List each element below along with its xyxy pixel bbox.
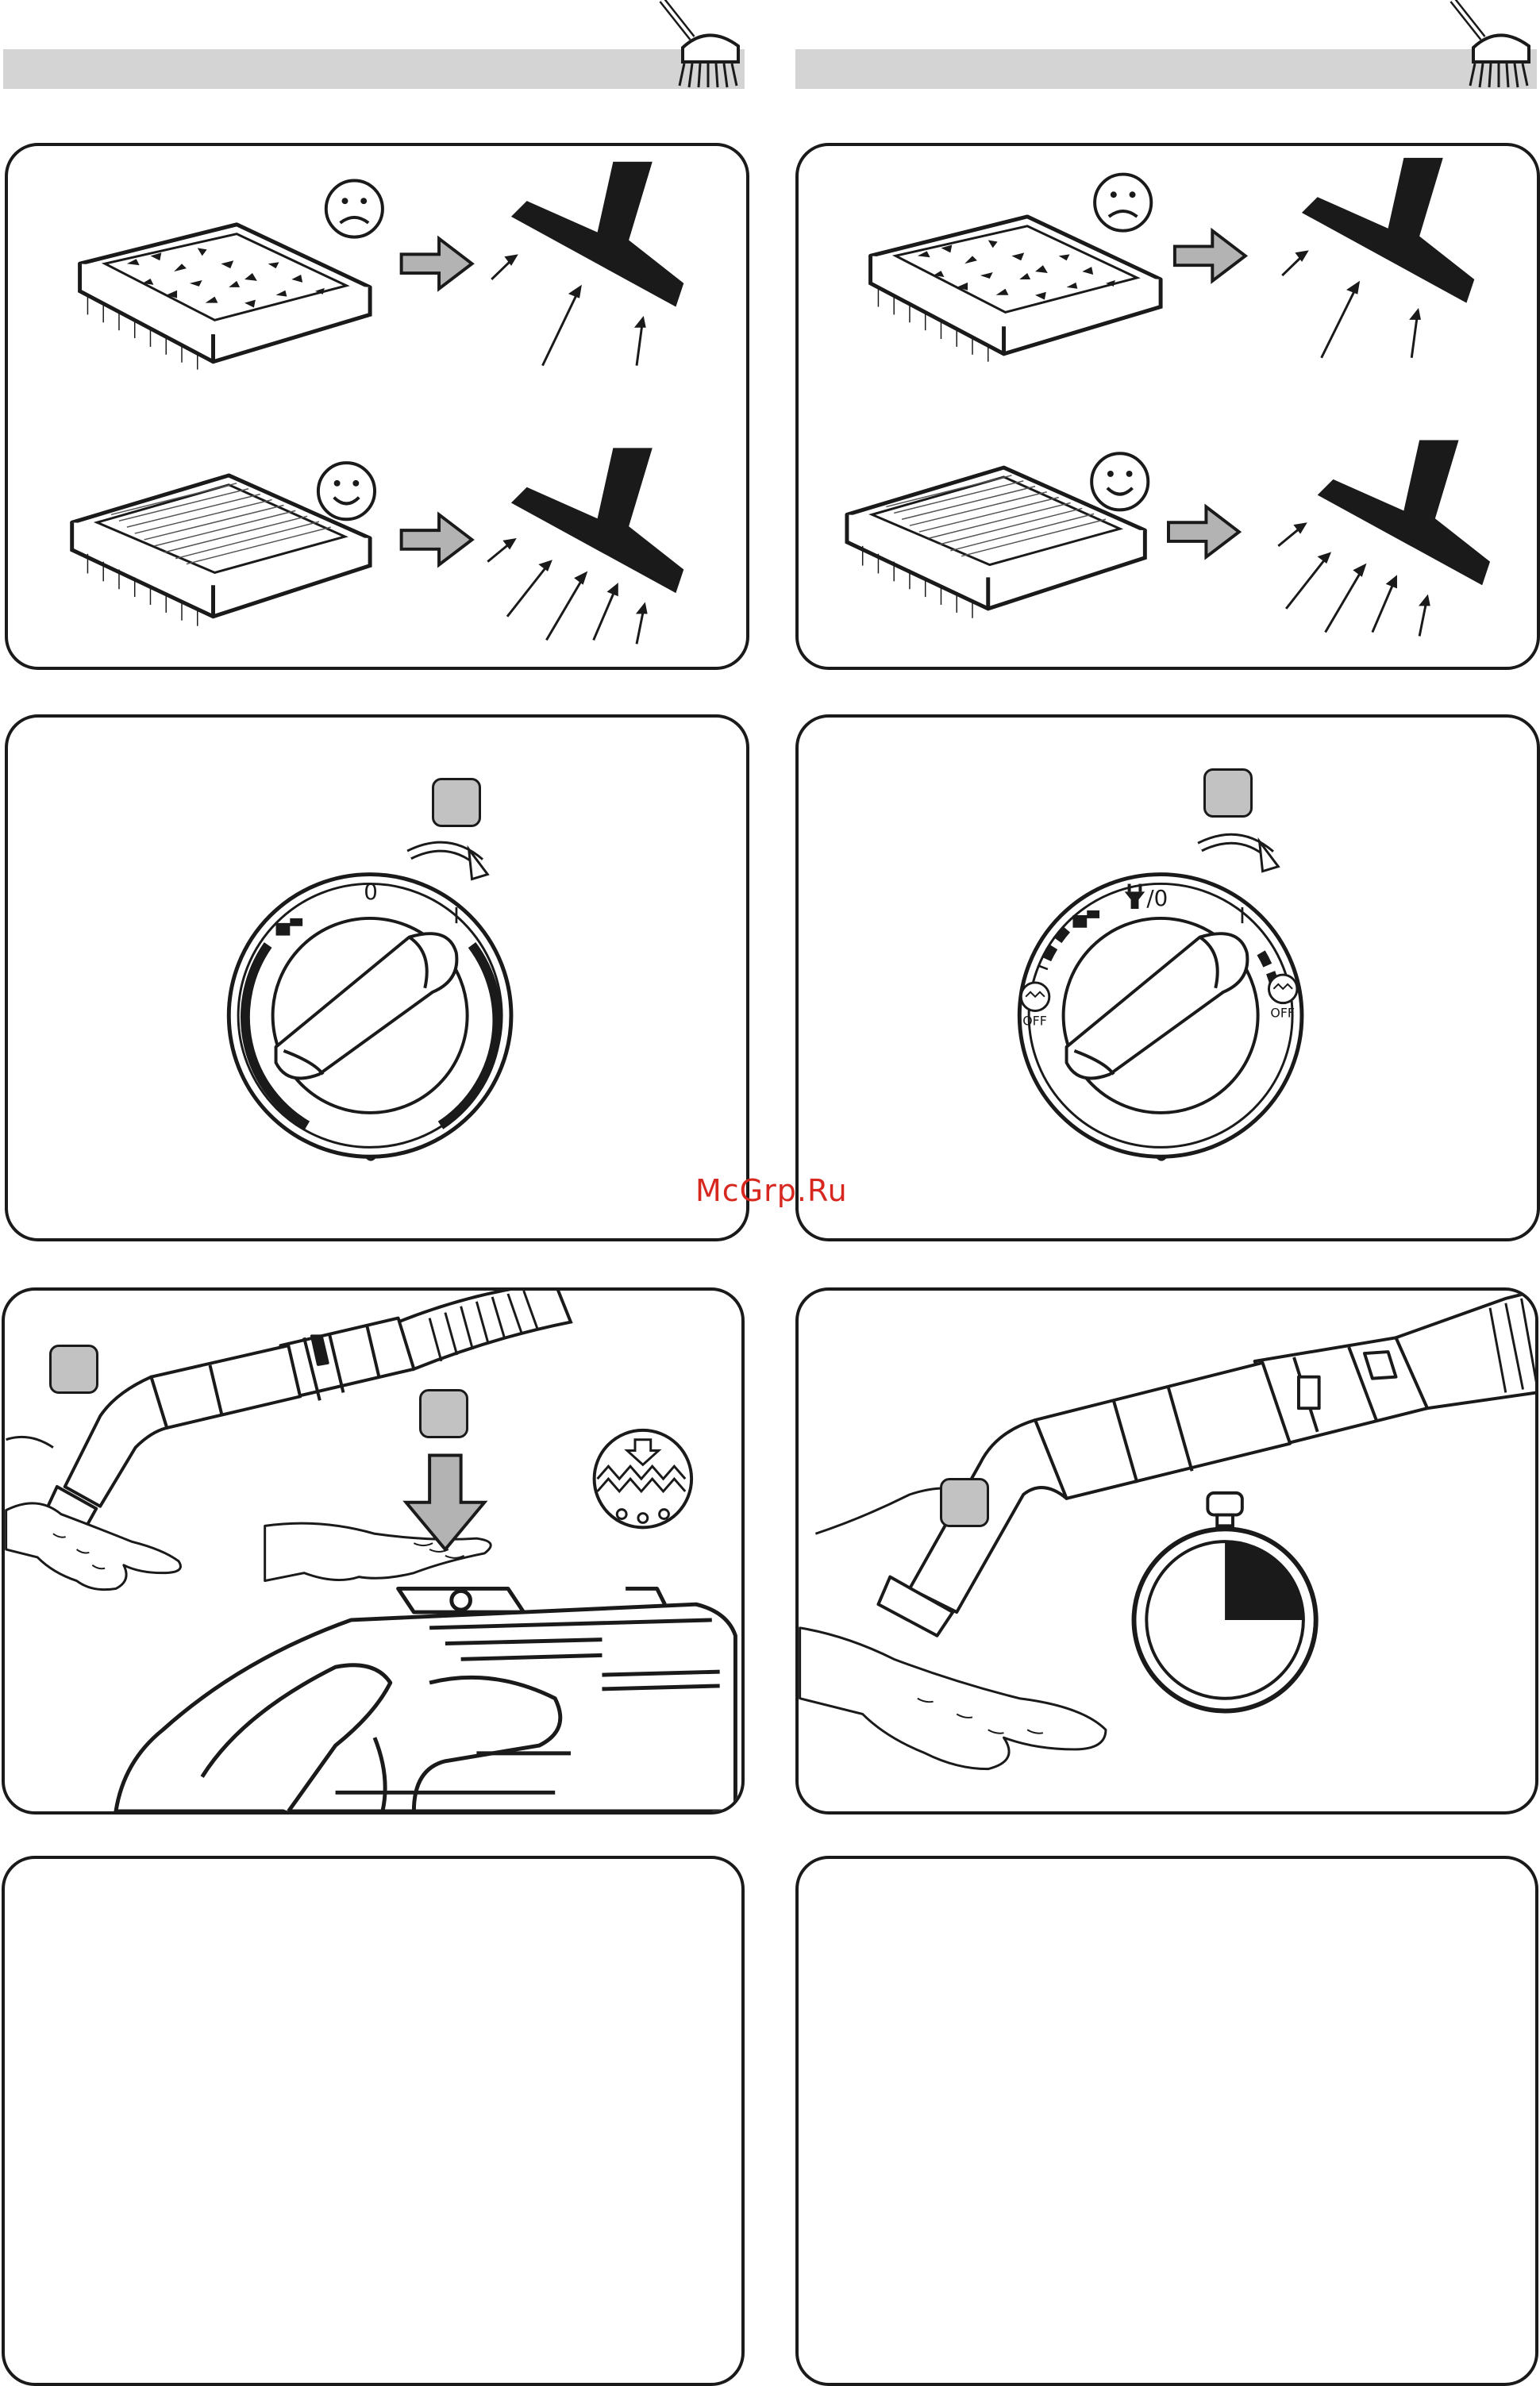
arrow-right-icon [402, 514, 472, 564]
nozzle-icon [511, 162, 683, 307]
step-box [419, 1389, 468, 1438]
panel-filter-airflow-left [5, 143, 749, 670]
power-dial-illustration: 0 I [8, 718, 746, 1238]
step-box [49, 1345, 98, 1394]
arrow-right-icon [1168, 506, 1239, 556]
happy-face-icon [318, 463, 375, 519]
vacuum-brush-icon [651, 0, 746, 89]
arrow-right-icon [1175, 231, 1245, 281]
panel-empty-right [795, 1856, 1538, 2386]
dirty-filter-icon [871, 217, 1161, 362]
auto-off-label-left: OFF [1022, 1013, 1047, 1028]
nozzle-icon [1318, 440, 1490, 585]
auto-off-badge-icon [595, 1430, 692, 1528]
happy-face-icon [1091, 453, 1148, 510]
vacuum-machine-icon [116, 1588, 735, 1811]
header-bar-right [795, 49, 1537, 89]
sad-face-icon [326, 180, 383, 237]
auto-off-icon-right [1269, 975, 1297, 1003]
dial-label-off: 0 [364, 879, 378, 905]
panel-filter-airflow-right [795, 143, 1540, 670]
hose-timer-illustration [799, 1291, 1535, 1811]
hose-icon [398, 1291, 571, 1369]
panel-dial-right: /0 I OFF OFF [795, 714, 1540, 1241]
arrow-down-icon [406, 1455, 484, 1549]
sad-face-icon [1095, 175, 1151, 231]
vacuum-brush-icon [1442, 0, 1537, 89]
power-dial-illustration: /0 I OFF OFF [799, 718, 1537, 1238]
watermark: McGrp.Ru [695, 1173, 848, 1208]
step-box [432, 778, 481, 827]
header-bar-left [3, 49, 745, 89]
auto-off-icon-left [1021, 983, 1049, 1011]
filter-airflow-illustration [799, 146, 1537, 667]
hose-handle [47, 1318, 414, 1530]
dial-label-on: I [453, 902, 460, 929]
panel-hose-button-left [2, 1287, 745, 1815]
nozzle-icon [511, 448, 683, 593]
hose-button-illustration [5, 1291, 741, 1811]
auto-off-label-right: OFF [1270, 1005, 1295, 1020]
nozzle-icon [1302, 158, 1474, 303]
step-box [940, 1478, 989, 1527]
timer-icon [1134, 1493, 1316, 1711]
panel-dial-left: 0 I [5, 714, 749, 1241]
arrow-right-icon [402, 239, 472, 289]
step-box [1203, 768, 1253, 818]
dial-label-on: I [1239, 902, 1245, 929]
panel-hose-timer-right [795, 1287, 1538, 1815]
panel-empty-left [2, 1856, 745, 2386]
dirty-filter-icon [80, 225, 371, 370]
dial-label-top: /0 [1146, 885, 1168, 911]
filter-airflow-illustration [8, 146, 746, 667]
